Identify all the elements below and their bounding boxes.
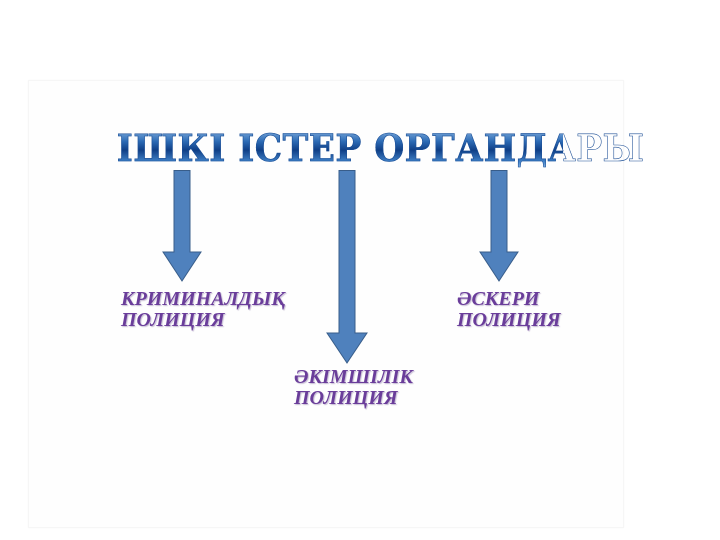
arrow-down-icon — [479, 170, 519, 282]
arrow-down-icon — [162, 170, 202, 282]
branch-label-line1: ӘСКЕРИ — [457, 288, 540, 310]
branch-label-military: ӘСКЕРИ ПОЛИЦИЯ — [457, 289, 561, 331]
branch-label-line2: ПОЛИЦИЯ — [121, 309, 225, 331]
branch-label-line2: ПОЛИЦИЯ — [457, 309, 561, 331]
branch-label-administrative: ӘКІМШІЛІК ПОЛИЦИЯ — [294, 367, 413, 409]
branch-label-line1: КРИМИНАЛДЫҚ — [121, 288, 285, 310]
branch-label-criminal: КРИМИНАЛДЫҚ ПОЛИЦИЯ — [121, 289, 285, 331]
branch-label-line2: ПОЛИЦИЯ — [294, 387, 398, 409]
diagram-panel — [28, 80, 624, 528]
branch-label-line1: ӘКІМШІЛІК — [294, 366, 413, 388]
arrow-down-icon — [326, 170, 368, 364]
diagram-title: ІШКІ ІСТЕР ОРГАНДАРЫ — [116, 126, 645, 171]
